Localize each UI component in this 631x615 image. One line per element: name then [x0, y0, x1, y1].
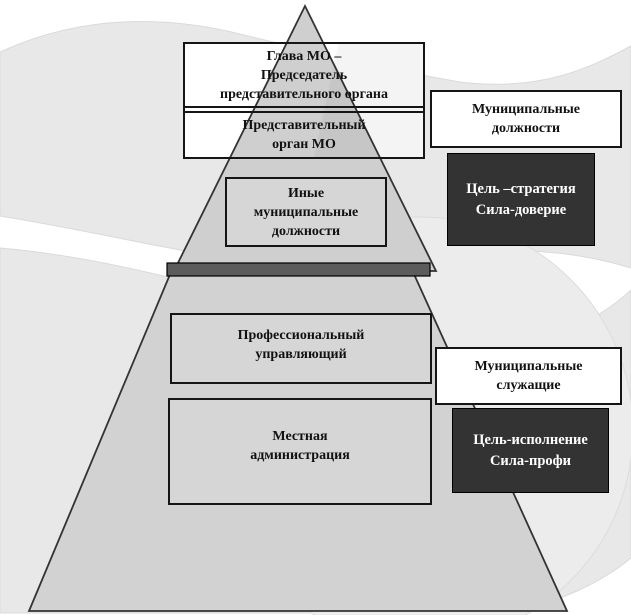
- municipal-positions-label: Муниципальные должности: [430, 90, 622, 148]
- head-of-municipality-line2: Председатель: [260, 67, 348, 83]
- local-administration-box: Местная администрация: [168, 398, 432, 505]
- municipal-positions-line1: Муниципальные: [472, 102, 580, 117]
- head-of-municipality-line3: представительного органа: [220, 86, 388, 102]
- goal-strategy-box: Цель –стратегия Сила-доверие: [447, 153, 595, 246]
- representative-body-box: Представительный орган МО: [185, 111, 423, 157]
- municipal-employees-line2: служащие: [496, 378, 561, 393]
- professional-manager-line1: Профессиональный: [237, 327, 365, 343]
- other-positions-line1: Иные: [287, 185, 325, 201]
- municipal-employees-label: Муниципальные служащие: [435, 347, 622, 405]
- other-positions-line3: должности: [271, 223, 341, 239]
- representative-body-line1: Представительный: [242, 118, 366, 133]
- head-of-municipality-line1: Глава МО –: [266, 48, 342, 64]
- other-positions-line2: муниципальные: [253, 204, 359, 220]
- goal-strategy-line1: Цель –стратегия: [466, 180, 576, 197]
- local-administration-line1: Местная: [272, 428, 328, 444]
- local-administration-line2: администрация: [250, 447, 350, 463]
- professional-manager-box: Профессиональный управляющий: [170, 313, 432, 384]
- goal-execution-box: Цель-исполнение Сила-профи: [452, 408, 609, 493]
- other-municipal-positions-box: Иные муниципальные должности: [225, 177, 387, 247]
- municipal-employees-line1: Муниципальные: [474, 359, 583, 374]
- professional-manager-line2: управляющий: [255, 346, 347, 362]
- representative-body-line2: орган МО: [272, 137, 336, 152]
- divider-bar: [166, 262, 431, 277]
- head-of-municipality-box: Глава МО – Председатель представительног…: [185, 44, 423, 108]
- goal-execution-line2: Сила-профи: [489, 452, 572, 469]
- goal-execution-line1: Цель-исполнение: [473, 431, 588, 448]
- top-box: Глава МО – Председатель представительног…: [183, 42, 425, 159]
- municipal-positions-line2: должности: [491, 121, 561, 136]
- goal-strategy-line2: Сила-доверие: [475, 201, 567, 218]
